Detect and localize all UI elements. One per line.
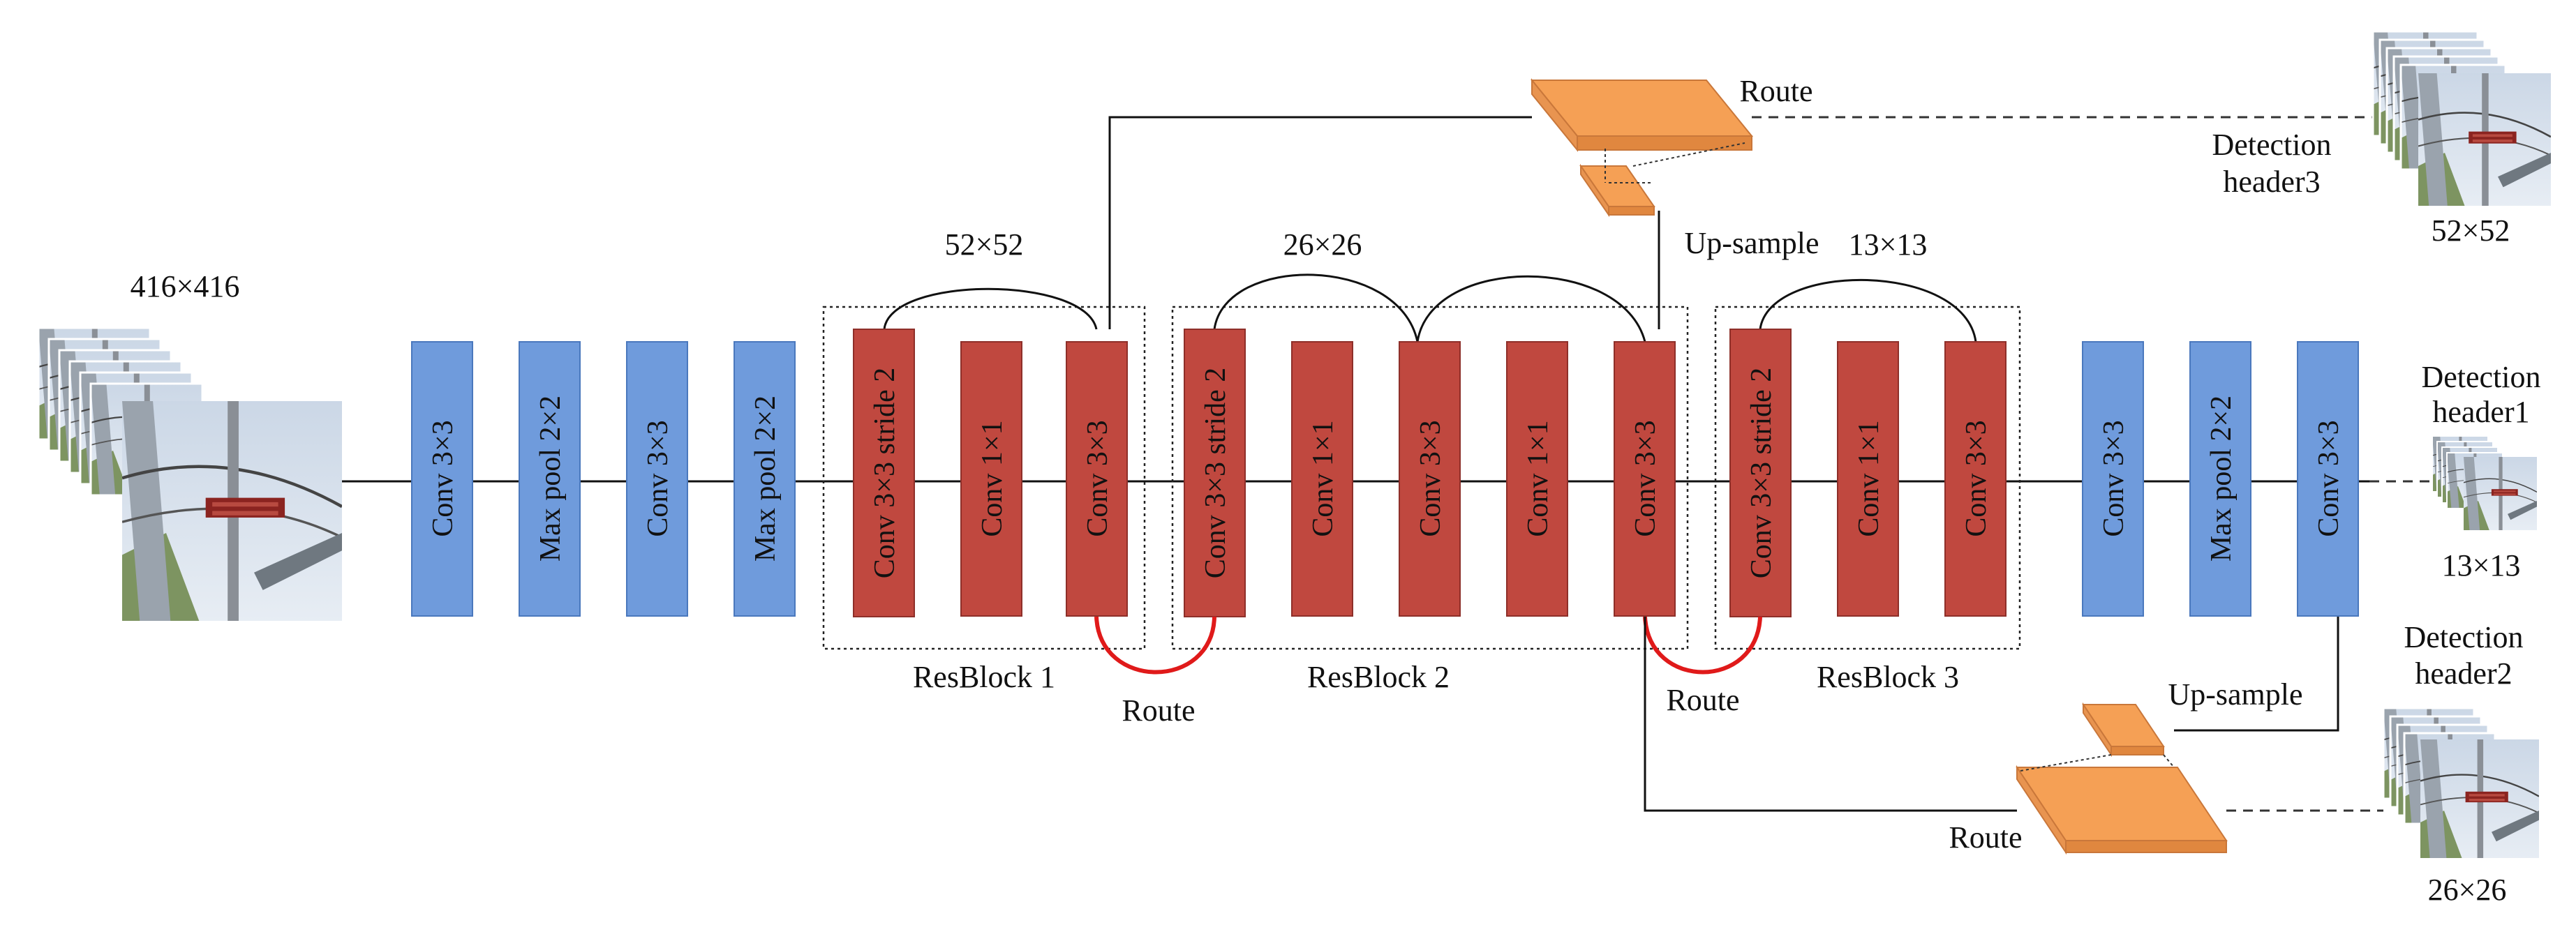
conv-block-2-label: Conv 3×3 [642,420,674,536]
resblock-1-name: ResBlock 1 [913,660,1055,694]
top-upsample-label: Up-sample [1684,226,1819,260]
bottom-route-slab [2016,765,2228,855]
res1-conv-stride-block: Conv 3×3 stride 2 [853,329,915,617]
top-upsample-slab [1579,163,1655,218]
res1-conv1x1-block: Conv 1×1 [960,341,1022,617]
header1-label-line2: header1 [2432,395,2529,429]
bottom-route-label: Route [1949,820,2022,855]
header3-label-line2: header3 [2223,165,2320,199]
red-route-label-2: Route [1666,683,1739,717]
input-image-stack [37,326,342,621]
res2-conv1x1-block-2: Conv 1×1 [1506,341,1568,617]
red-route-label-1: Route [1122,693,1195,728]
resblock-1-skip-arc [883,287,1098,330]
top-route-line [1108,116,1532,329]
conv-block-1: Conv 3×3 [411,341,473,617]
top-upsample-proj-2 [1632,142,1745,167]
bottom-upsample-label: Up-sample [2168,677,2302,712]
conv-block-2: Conv 3×3 [626,341,688,617]
resblock-2-name: ResBlock 2 [1307,660,1450,694]
top-route-slab [1530,78,1754,152]
bottom-upsample-line [2174,617,2339,732]
header1-size-label: 13×13 [2442,548,2521,582]
header2-label-line1: Detection [2404,620,2523,654]
res3-conv1x1-label: Conv 1×1 [1853,420,1885,536]
maxpool-block-1: Max pool 2×2 [519,341,581,617]
maxpool-block-2-label: Max pool 2×2 [750,396,782,562]
maxpool-block-3: Max pool 2×2 [2189,341,2251,617]
resblock-3-box [1714,306,2021,650]
bottom-upsample-slab [2082,702,2165,758]
res1-conv3x3-block: Conv 3×3 [1066,341,1128,617]
top-route-label: Route [1739,74,1812,108]
conv-block-3: Conv 3×3 [2082,341,2144,617]
res2-conv3x3-block-2: Conv 3×3 [1614,341,1676,617]
header3-size-label: 52×52 [2432,213,2510,248]
maxpool-block-2: Max pool 2×2 [734,341,796,617]
header2-label-line2: header2 [2415,656,2512,691]
header3-image-stack [2372,30,2551,206]
header2-size-label: 26×26 [2428,873,2507,907]
bottom-upsample-proj-1 [2020,754,2112,772]
res1-conv1x1-label: Conv 1×1 [976,420,1008,536]
resblock-2-size: 26×26 [1283,227,1362,262]
resblock-3-size: 13×13 [1849,227,1928,262]
input-size-label: 416×416 [131,269,240,303]
res2-conv3x3-label-1: Conv 3×3 [1415,420,1447,536]
red-route-arc-2 [1643,616,1762,675]
conv-block-1-label: Conv 3×3 [427,420,459,536]
resblock-2-box [1171,306,1689,650]
res2-conv1x1-block-1: Conv 1×1 [1291,341,1353,617]
res2-conv3x3-block-1: Conv 3×3 [1399,341,1461,617]
header3-label-line1: Detection [2212,128,2331,162]
resblock-1-size: 52×52 [945,227,1024,262]
res1-conv-stride-label: Conv 3×3 stride 2 [869,368,901,579]
resblock-3-skip-arc [1759,278,1977,343]
res3-conv-stride-block: Conv 3×3 stride 2 [1729,329,1792,617]
header1-label-line1: Detection [2421,360,2540,394]
conv-block-3-label: Conv 3×3 [2098,420,2130,536]
maxpool-block-1-label: Max pool 2×2 [535,396,567,562]
res3-conv1x1-block: Conv 1×1 [1837,341,1899,617]
conv-block-4-label: Conv 3×3 [2313,420,2345,536]
res3-conv3x3-label: Conv 3×3 [1960,420,1993,536]
resblock-1-box [822,306,1146,650]
bottom-route-line [1644,617,2017,812]
res2-conv3x3-label-2: Conv 3×3 [1630,420,1662,536]
res2-conv1x1-label-2: Conv 1×1 [1522,420,1554,536]
conv-block-4: Conv 3×3 [2297,341,2359,617]
header2-image-stack [2382,707,2539,858]
res3-conv3x3-block: Conv 3×3 [1944,341,2007,617]
res3-conv-stride-label: Conv 3×3 stride 2 [1745,368,1778,579]
red-route-arc-1 [1094,616,1216,675]
bottom-upsample-proj-2 [2163,754,2175,768]
res2-conv-stride-label: Conv 3×3 stride 2 [1200,368,1232,579]
maxpool-block-3-label: Max pool 2×2 [2205,396,2238,562]
res1-conv3x3-label: Conv 3×3 [1082,420,1114,536]
res2-conv1x1-label-1: Conv 1×1 [1307,420,1339,536]
res2-conv-stride-block: Conv 3×3 stride 2 [1184,329,1246,617]
resblock-3-name: ResBlock 3 [1817,660,1959,694]
resblock-2-skip-arc-2 [1416,275,1646,343]
resblock-2-skip-arc-1 [1213,273,1419,343]
header1-image-stack [2432,435,2537,530]
